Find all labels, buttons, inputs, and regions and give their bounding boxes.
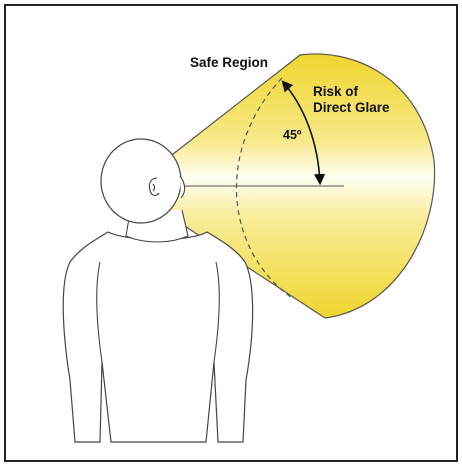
- person-torso: [63, 232, 252, 442]
- risk-label-line1: Risk of: [313, 84, 359, 99]
- safe-region-label: Safe Region: [190, 55, 268, 70]
- angle-label: 45º: [283, 128, 302, 142]
- person-head: [101, 139, 181, 223]
- risk-label-line2: Direct Glare: [313, 100, 390, 115]
